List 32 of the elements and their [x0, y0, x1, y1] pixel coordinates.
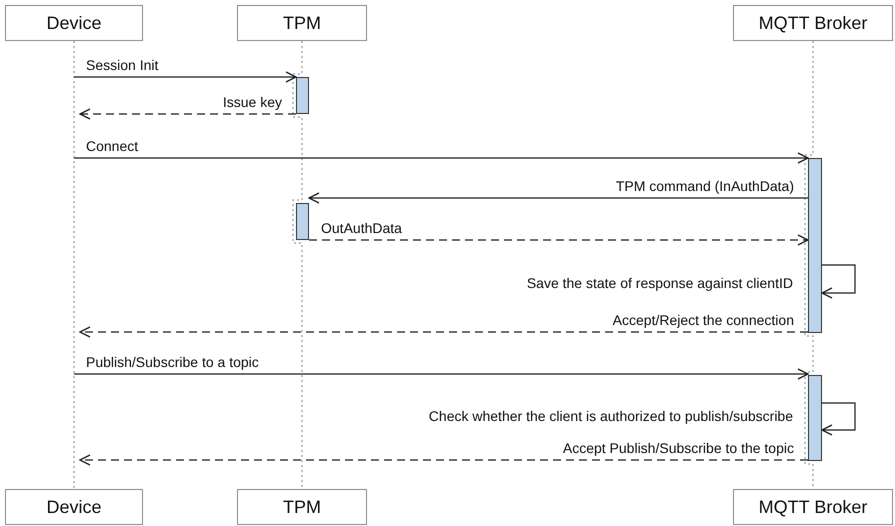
edge-label: Check whether the client is authorized to publish/subscribe — [426, 408, 795, 424]
message-arrow — [79, 326, 808, 338]
activation-bar — [808, 158, 822, 333]
lifeline — [292, 41, 303, 489]
activation-bar — [808, 375, 822, 461]
edge-label: Session Init — [84, 57, 160, 73]
lifeline-head-box: TPM — [237, 489, 367, 525]
activation-bar — [296, 77, 309, 114]
edge-label: Accept Publish/Subscribe to the topic — [560, 440, 796, 456]
edge-label: OutAuthData — [319, 220, 404, 236]
edge-label: Save the state of response against clientID — [524, 275, 795, 291]
edge-label: Publish/Subscribe to a topic — [84, 354, 261, 370]
message-arrow — [74, 71, 297, 83]
lifeline-head-box: TPM — [237, 5, 367, 41]
message-arrow — [74, 368, 809, 380]
activation-bar — [296, 203, 309, 240]
edge-label: Accept/Reject the connection — [610, 312, 796, 328]
self-message-arrow — [821, 264, 856, 299]
message-arrow — [308, 192, 808, 204]
lifeline — [804, 41, 814, 489]
self-message-arrow — [821, 402, 856, 436]
edge-label: TPM command (InAuthData) — [614, 178, 796, 194]
edge-label: Connect — [84, 138, 140, 154]
message-arrow — [79, 454, 808, 466]
lifeline-head-box: Device — [5, 489, 143, 525]
message-arrow — [74, 152, 809, 164]
lifeline-head-box: MQTT Broker — [733, 489, 893, 525]
lifeline-head-box: MQTT Broker — [733, 5, 893, 41]
message-arrow — [79, 108, 296, 120]
message-arrow — [309, 234, 809, 246]
lifeline — [73, 41, 75, 489]
lifeline-head-box: Device — [5, 5, 143, 41]
